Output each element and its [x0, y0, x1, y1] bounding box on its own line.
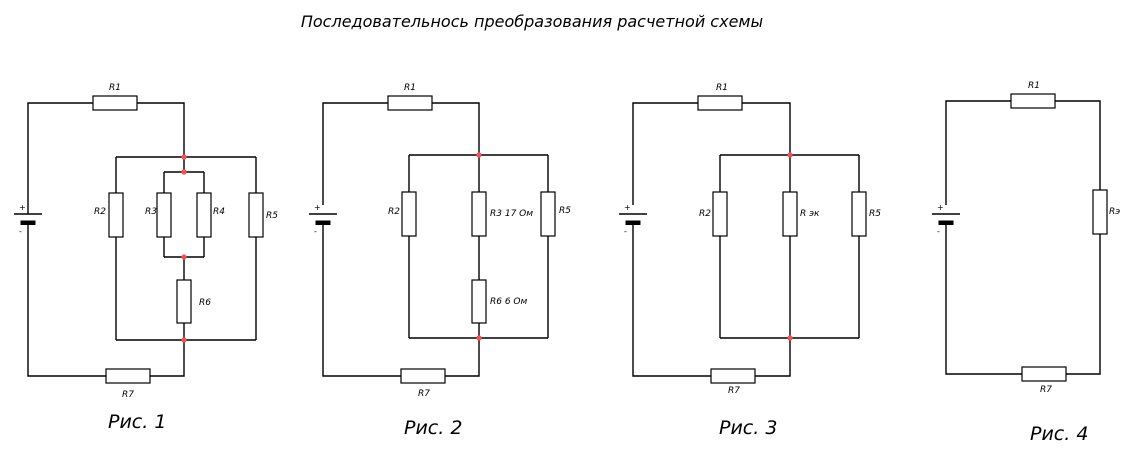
label-r1: R1	[109, 83, 121, 93]
battery-minus: -	[314, 227, 317, 236]
wire	[945, 100, 1011, 205]
diagram-title: Последовательнось преобразования расчетн…	[301, 12, 763, 31]
resistor-r7	[105, 368, 151, 384]
resistor-rek	[782, 191, 798, 237]
battery-minus: -	[19, 227, 22, 236]
label-re: Rэ	[1109, 207, 1120, 217]
wire	[1066, 234, 1101, 375]
caption-fig2: Рис. 2	[404, 417, 462, 439]
label-r5: R5	[869, 209, 881, 219]
battery-plus: +	[624, 203, 631, 212]
node	[476, 335, 482, 341]
resistor-r6	[176, 279, 192, 324]
resistor-r6	[471, 279, 487, 324]
wire	[742, 102, 791, 155]
label-r2: R2	[388, 207, 400, 217]
wire	[945, 224, 1022, 375]
node	[787, 152, 793, 158]
label-r7: R7	[728, 386, 740, 396]
resistor-r7	[710, 368, 756, 384]
label-r6: R6 6 Ом	[490, 297, 528, 307]
resistor-r2	[108, 192, 124, 238]
wire	[27, 102, 93, 205]
resistor-r4	[196, 192, 212, 238]
resistor-r5	[248, 192, 264, 238]
resistor-r1	[1010, 93, 1056, 109]
resistor-r2	[401, 191, 417, 237]
label-r3: R3 17 Ом	[490, 209, 533, 219]
node	[181, 154, 187, 160]
resistor-r3	[471, 191, 487, 237]
wire	[1055, 100, 1101, 190]
figure-3: + - R1 R7 R2 R эк R5 Рис. 3	[619, 83, 881, 439]
label-r5: R5	[266, 211, 278, 221]
battery-minus: -	[624, 227, 627, 236]
resistor-r7	[400, 368, 446, 384]
node	[181, 254, 187, 260]
battery-plus: +	[314, 203, 321, 212]
wire	[755, 338, 791, 377]
figure-1: + - R1 R7 R2 R3 R4 R5 R6 Рис. 1	[14, 83, 278, 433]
label-r2: R2	[699, 209, 711, 219]
wire	[137, 102, 185, 157]
caption-fig1: Рис. 1	[108, 411, 166, 433]
caption-fig4: Рис. 4	[1030, 423, 1088, 445]
node	[476, 152, 482, 158]
node	[181, 337, 187, 343]
label-r1: R1	[1028, 81, 1040, 91]
wire	[445, 338, 480, 377]
node	[787, 335, 793, 341]
battery-icon	[309, 213, 337, 225]
resistor-r1	[387, 95, 433, 111]
label-r7: R7	[1040, 385, 1052, 395]
battery-plus: +	[19, 203, 26, 212]
battery-icon	[14, 205, 42, 225]
resistor-r2	[712, 191, 728, 237]
resistor-r1	[697, 95, 743, 111]
resistor-r7	[1021, 366, 1067, 382]
label-r3: R3	[145, 207, 157, 217]
caption-fig3: Рис. 3	[719, 417, 777, 439]
wire	[632, 102, 698, 205]
label-r7: R7	[122, 390, 134, 400]
wire	[27, 224, 106, 377]
battery-icon	[932, 213, 960, 225]
resistor-r5	[851, 191, 867, 237]
node	[181, 169, 187, 175]
wire	[432, 102, 480, 155]
label-r1: R1	[404, 83, 416, 93]
figure-4: + - R1 R7 Rэ Рис. 4	[932, 81, 1120, 445]
label-r6: R6	[199, 298, 211, 308]
label-rek: R эк	[800, 209, 820, 219]
wire	[150, 340, 185, 377]
resistor-re	[1092, 189, 1108, 235]
resistor-r1	[92, 95, 138, 111]
figure-2: + - R1 R7 R2 R3 17 Ом R5 R6 6 Ом Рис. 2	[309, 83, 571, 439]
label-r5: R5	[559, 206, 571, 216]
battery-plus: +	[937, 203, 944, 212]
label-r2: R2	[94, 207, 106, 217]
wire	[632, 224, 711, 377]
label-r1: R1	[716, 83, 728, 93]
label-r7: R7	[418, 389, 430, 399]
wire	[322, 102, 388, 205]
label-r4: R4	[213, 207, 225, 217]
battery-icon	[619, 213, 647, 225]
wire	[322, 224, 401, 377]
battery-minus: -	[937, 227, 940, 236]
resistor-r5	[540, 191, 556, 237]
resistor-r3	[156, 192, 172, 238]
